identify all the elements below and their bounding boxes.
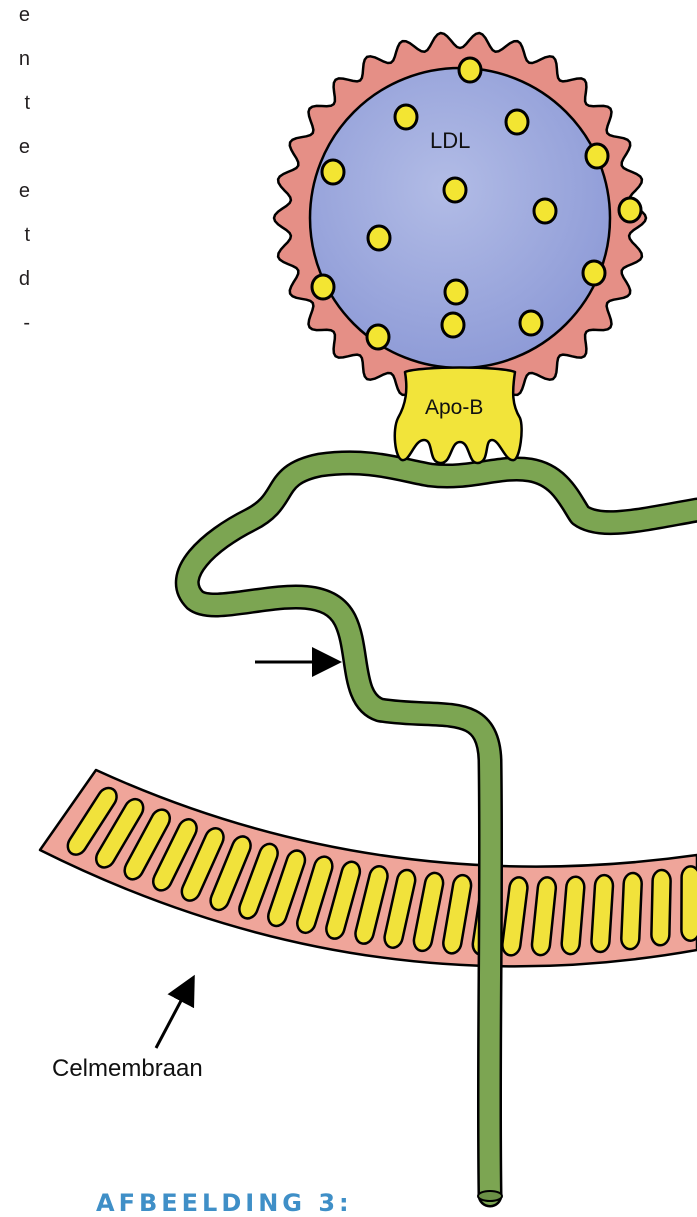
cholesterol-dot bbox=[619, 198, 641, 222]
cholesterol-dot bbox=[442, 313, 464, 337]
cholesterol-dot bbox=[520, 311, 542, 335]
membrane-pointer-arrow bbox=[156, 980, 192, 1048]
membrane-segment bbox=[621, 873, 642, 950]
cholesterol-dot bbox=[583, 261, 605, 285]
cholesterol-dot bbox=[534, 199, 556, 223]
apo-b-label: Apo-B bbox=[425, 396, 483, 420]
ldl-label: LDL bbox=[430, 128, 470, 154]
cholesterol-dot bbox=[367, 325, 389, 349]
membrane-segment bbox=[651, 870, 671, 946]
cholesterol-dot bbox=[312, 275, 334, 299]
cholesterol-dot bbox=[395, 105, 417, 129]
cholesterol-dot bbox=[444, 178, 466, 202]
cell-membrane-label: Celmembraan bbox=[52, 1055, 203, 1083]
cholesterol-dot bbox=[586, 144, 608, 168]
cell-membrane bbox=[40, 770, 697, 966]
cholesterol-dot bbox=[459, 58, 481, 82]
membrane-segment bbox=[591, 875, 614, 953]
figure-heading: AFBEELDING 3: bbox=[96, 1189, 353, 1217]
cholesterol-dot bbox=[506, 110, 528, 134]
cholesterol-dot bbox=[368, 226, 390, 250]
cholesterol-dot bbox=[322, 160, 344, 184]
cholesterol-dot bbox=[445, 280, 467, 304]
membrane-segment bbox=[681, 866, 697, 940]
